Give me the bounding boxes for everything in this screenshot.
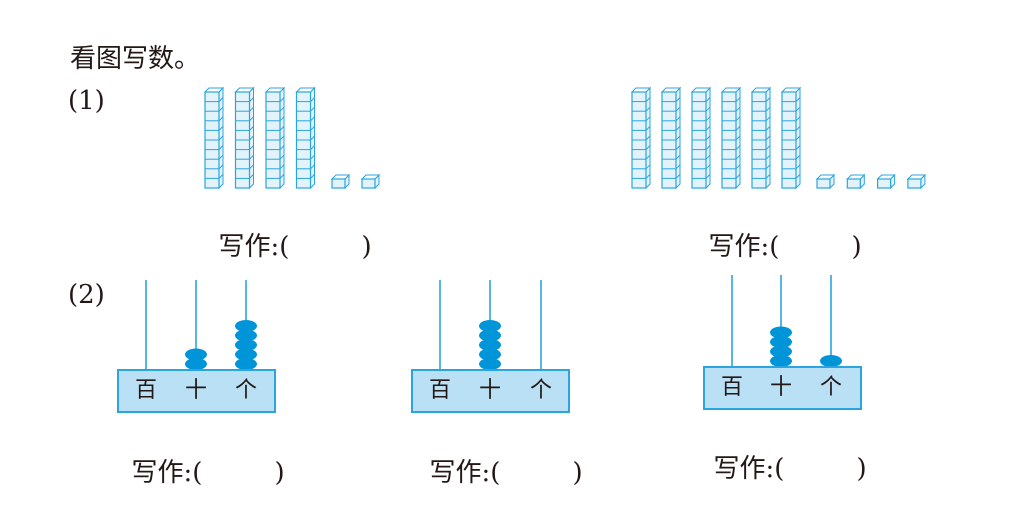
ten-rod — [630, 86, 652, 190]
ten-rod — [234, 86, 255, 190]
abacus-bead — [770, 345, 792, 358]
unit-cube — [876, 173, 896, 190]
place-value-label: 十 — [185, 378, 208, 403]
unit-cube — [906, 173, 927, 190]
answer-label: 写作:( — [131, 458, 203, 488]
answer-2-1: 写作:() — [115, 428, 285, 488]
abacus-base — [117, 369, 276, 413]
unit-cube — [815, 173, 836, 190]
abacus — [117, 280, 276, 413]
ten-rod — [660, 86, 682, 190]
answer-label: 写作:( — [429, 458, 501, 488]
unit-cube — [846, 173, 866, 190]
unit-cube — [330, 173, 351, 190]
ten-rod — [264, 86, 286, 190]
place-value-label: 百 — [429, 378, 452, 403]
abacus — [703, 275, 862, 410]
answer-label: 写作:( — [218, 232, 290, 262]
answer-2-2: 写作:() — [413, 428, 583, 488]
ten-rod — [750, 86, 772, 190]
place-value-label: 百 — [721, 375, 744, 400]
ten-rod — [780, 86, 802, 190]
abacus-base — [411, 369, 570, 413]
answer-1-1: 写作:() — [202, 202, 372, 262]
place-value-label: 个 — [235, 378, 258, 403]
abacus-bead — [820, 355, 842, 367]
place-value-label: 个 — [820, 375, 843, 400]
place-value-label: 个 — [530, 378, 553, 403]
abacus-bead — [479, 339, 501, 351]
answer-label: 写作:( — [708, 232, 780, 262]
abacus — [411, 280, 570, 413]
answer-close: ) — [361, 232, 372, 262]
ten-rod — [690, 86, 712, 190]
ten-rod — [203, 86, 225, 190]
part1-label: (1) — [68, 86, 105, 116]
abacus-bead — [770, 326, 792, 339]
abacus-bead — [185, 358, 207, 370]
abacus-bead — [479, 358, 501, 370]
abacus-bead — [185, 348, 207, 361]
answer-1-2: 写作:() — [692, 202, 862, 262]
answer-close: ) — [274, 458, 285, 488]
answer-close: ) — [572, 458, 583, 488]
instruction-title: 看图写数。 — [70, 44, 201, 74]
place-value-label: 十 — [770, 375, 793, 400]
answer-close: ) — [851, 232, 862, 262]
abacus-base — [703, 366, 862, 410]
answer-close: ) — [856, 454, 867, 484]
abacus-bead — [235, 348, 257, 361]
ten-rod — [720, 86, 742, 190]
abacus-bead — [479, 348, 501, 361]
abacus-bead — [770, 355, 792, 367]
abacus-bead — [235, 339, 257, 351]
answer-2-3: 写作:() — [697, 424, 867, 484]
abacus-bead — [235, 320, 257, 332]
place-value-label: 十 — [479, 378, 502, 403]
unit-cube — [360, 173, 381, 190]
abacus-bead — [235, 358, 257, 370]
part2-label: (2) — [68, 280, 105, 310]
abacus-bead — [479, 329, 501, 342]
abacus-bead — [479, 320, 501, 332]
abacus-bead — [235, 329, 257, 342]
abacus-bead — [770, 336, 792, 348]
ten-rod — [295, 86, 316, 190]
answer-label: 写作:( — [713, 454, 785, 484]
place-value-label: 百 — [135, 378, 158, 403]
